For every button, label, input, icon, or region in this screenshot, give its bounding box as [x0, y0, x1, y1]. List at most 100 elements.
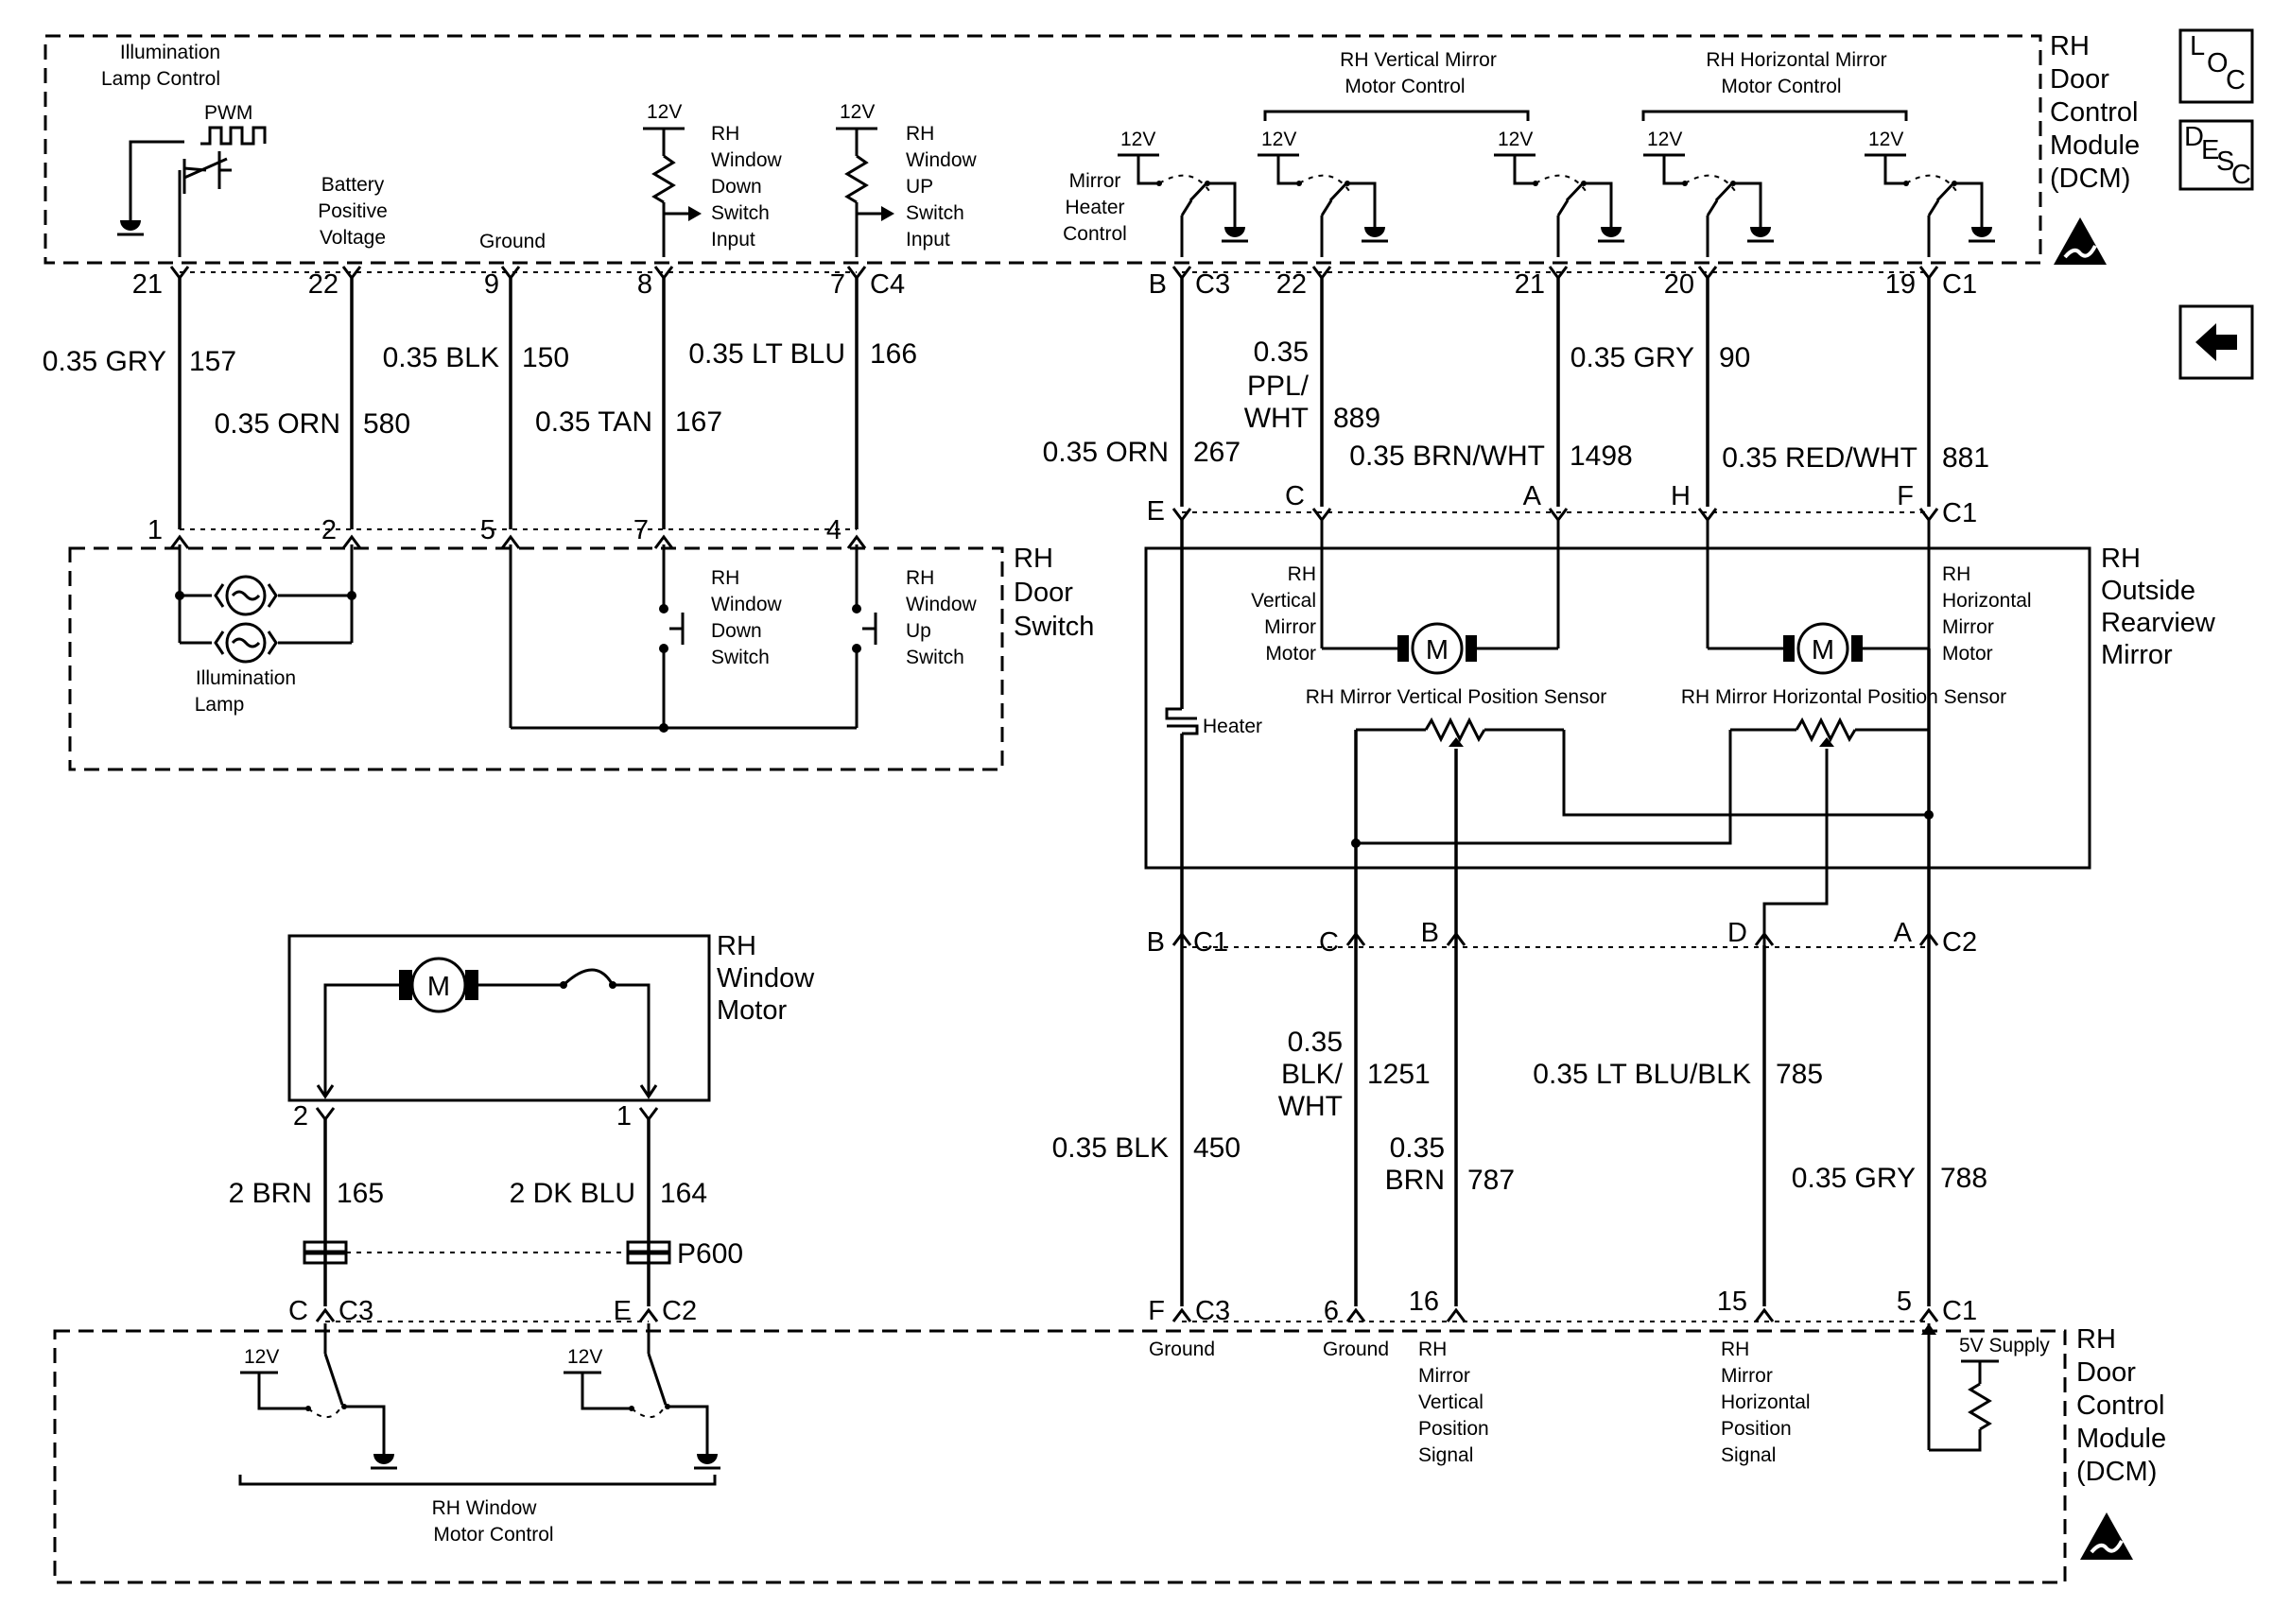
connector-label: C3: [1195, 269, 1230, 300]
window-up-input-label: Switch: [906, 202, 964, 224]
horizontal-motor-label: Motor: [1942, 643, 1993, 665]
wire-circuit-number: 788: [1940, 1163, 1987, 1194]
window-control-bracket: [238, 1475, 717, 1486]
door-switch-title: RH: [1014, 544, 1053, 574]
vertical-motor-label: RH: [1288, 563, 1316, 585]
heater-icon: [1165, 707, 1199, 735]
connector-label: C1: [1942, 498, 1977, 528]
wire-color-label: 0.35 ORN: [1043, 437, 1169, 468]
wire-circuit-number: 165: [337, 1178, 384, 1209]
window-down-input-label: Down: [711, 176, 762, 198]
pin-label: 21: [132, 269, 163, 300]
pin-label: E: [1147, 496, 1165, 527]
supply-12v-label: 12V: [1261, 129, 1296, 150]
wire-circuit-number: 785: [1776, 1059, 1823, 1090]
door-switch: 1 2 5 7 4 RH Door Switch Illumina: [68, 515, 1094, 771]
wire-color-label: 0.35 GRY: [1570, 342, 1694, 373]
window-down-switch-icon: [669, 613, 685, 645]
wires-left: 0.35 GRY 157 0.35 ORN 580 0.35 BLK 150 0…: [43, 276, 917, 529]
heater-label: Heater: [1203, 716, 1262, 737]
window-motor: RH Window Motor M 2 1 2 BRN 165 2 DK BLU…: [229, 931, 815, 1306]
wire-color-label: 0.35 GRY: [1792, 1163, 1916, 1194]
connector-label: C1: [1942, 269, 1977, 300]
dcm-bottom-title: Control: [2076, 1391, 2165, 1421]
pin-label: 15: [1717, 1287, 1747, 1317]
pin-label: A: [1523, 481, 1542, 511]
window-up-switch-label: Switch: [906, 647, 964, 668]
desc-icon-letter: D: [2184, 122, 2204, 152]
dcm-top-title: RH Door Control Module (DCM): [2050, 31, 2140, 194]
vertical-mirror-motor-icon: M: [1397, 622, 1477, 675]
desc-icon-letter: C: [2231, 160, 2251, 190]
horizontal-position-sensor-icon: [1730, 717, 1929, 747]
wire-circuit-number: 580: [363, 408, 410, 440]
ground-icon: [692, 1435, 722, 1470]
connector-label: C3: [338, 1296, 373, 1326]
ground-icon: [369, 1435, 399, 1470]
mirror-heater-label: Heater: [1065, 197, 1124, 218]
esd-warning-icon: [2078, 1511, 2135, 1562]
window-up-switch-label: Up: [906, 620, 931, 642]
pin-label: 1: [147, 515, 163, 545]
connector-label: C2: [1942, 927, 1977, 958]
desc-icon-letter: E: [2201, 135, 2219, 165]
dcm-bottom-title: (DCM): [2076, 1457, 2157, 1487]
wire-circuit-number: 166: [870, 338, 917, 370]
pin-label: 2: [293, 1101, 308, 1132]
illumination-lamp-label: Lamp: [195, 694, 245, 716]
supply-resistor-icon: [1968, 1382, 1992, 1431]
pin-label: 9: [484, 269, 499, 300]
wire-circuit-number: 1498: [1570, 441, 1633, 472]
vertical-signal-label: Position: [1418, 1418, 1489, 1440]
mirror-title: Mirror: [2101, 640, 2173, 670]
pwm-waveform-icon: [200, 126, 267, 146]
wire-color-label: WHT: [1244, 403, 1309, 434]
mirror-border: [1144, 546, 2091, 870]
illumination-lamp-icon: [180, 575, 352, 616]
ground-icon: [1360, 208, 1390, 243]
illumination-control-label: Lamp Control: [101, 68, 220, 90]
wire-circuit-number: 889: [1333, 403, 1380, 434]
circuit-breaker-icon: [560, 968, 616, 989]
vertical-relay-icon: [1276, 153, 1352, 202]
horizontal-mirror-motor-icon: M: [1783, 622, 1863, 675]
window-down-input-label: RH: [711, 123, 739, 145]
wire-color-label: 2 DK BLU: [510, 1178, 635, 1209]
pin-label: 4: [826, 515, 842, 545]
wires-right-bottom: 0.35 BLK 450 0.35 BLK/ WHT 1251 0.35 BRN…: [1052, 945, 1987, 1306]
wire-circuit-number: 167: [675, 406, 722, 438]
pin-label: B: [1421, 918, 1439, 948]
wire-color-label: 0.35 TAN: [535, 406, 652, 438]
vertical-signal-label: Signal: [1418, 1444, 1473, 1466]
ground-label: Ground: [479, 231, 546, 252]
supply-12v-label: 12V: [1647, 129, 1682, 150]
dcm-bottom: C C3 E C2 F C3 6 16 15 5 C1 RH Door Cont…: [53, 1287, 2166, 1584]
loc-icon[interactable]: L O C: [2178, 28, 2254, 104]
pin-label: F: [1148, 1296, 1165, 1326]
wire-color-label: WHT: [1278, 1091, 1343, 1122]
window-motor-icon: M: [399, 957, 478, 1013]
pin-label: A: [1894, 918, 1913, 948]
dcm-bottom-title: RH: [2076, 1324, 2116, 1355]
desc-icon[interactable]: D E S C: [2178, 119, 2254, 191]
vertical-motor-label: Motor: [1265, 643, 1316, 665]
pin-label: E: [614, 1296, 632, 1326]
back-arrow-icon[interactable]: [2178, 304, 2254, 380]
transistor-base: [129, 140, 184, 217]
ground-icon: [1596, 208, 1626, 243]
pin-label: 5: [1897, 1287, 1912, 1317]
outside-rearview-mirror: E C A H F C1 RH Outside Rearview Mirror …: [1144, 481, 2216, 945]
battery-voltage-label: Battery: [321, 174, 385, 196]
illumination-control-label: Illumination: [120, 42, 220, 63]
wire-color-label: 0.35 GRY: [43, 346, 166, 377]
vertical-signal-label: RH: [1418, 1339, 1447, 1360]
dcm-top-border: [43, 34, 2042, 265]
ground-label: Ground: [1149, 1339, 1215, 1360]
esd-warning-icon: [2052, 216, 2108, 267]
wire-color-label: 0.35: [1288, 1027, 1343, 1058]
mirror-bottom-connector-row: B C1 C B D A C2: [1147, 918, 1977, 958]
wire-circuit-number: 881: [1942, 442, 1989, 474]
wire-color-label: BRN: [1385, 1165, 1445, 1196]
supply-12v-label: 12V: [1120, 129, 1155, 150]
